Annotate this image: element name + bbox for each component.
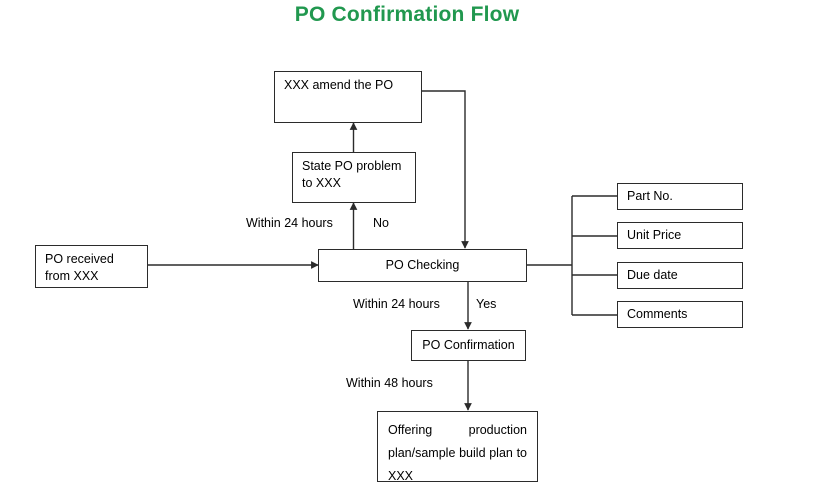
node-offering-plan-line3: XXX [388,469,414,483]
node-offering-plan-line2: plan/sample build plan to [388,446,527,460]
edge-label-within-48-hours: Within 48 hours [346,376,433,390]
node-state-po-problem-line2: XXX [315,176,341,190]
node-po-received-line1: PO received from [45,252,114,283]
node-due-date-label: Due date [627,268,678,282]
node-offering-plan[interactable]: Offering production plan/sample build pl… [377,411,538,483]
node-comments-label: Comments [627,307,688,321]
page-title: PO Confirmation Flow [294,3,520,26]
node-part-no[interactable]: Part No. [617,183,743,210]
edge-label-yes: Yes [476,297,497,311]
node-po-confirmation-label: PO Confirmation [422,338,515,352]
node-state-po-problem-line1: State PO problem to [302,159,402,190]
edge-label-within-24-hours-lower: Within 24 hours [353,297,440,311]
node-amend-po[interactable]: XXX amend the PO [274,71,422,123]
edge-label-within-24-hours-upper: Within 24 hours [246,216,333,230]
node-part-no-label: Part No. [627,189,673,203]
node-unit-price-label: Unit Price [627,228,682,242]
node-po-received-line2: XXX [73,269,99,283]
node-due-date[interactable]: Due date [617,262,743,289]
edge-label-no: No [373,216,389,230]
node-offering-plan-line1: Offering production [388,423,527,437]
node-po-confirmation[interactable]: PO Confirmation [411,330,526,361]
node-comments[interactable]: Comments [617,301,743,328]
node-amend-po-label: XXX amend the PO [284,78,394,92]
node-po-checking-label: PO Checking [385,258,460,272]
node-state-po-problem[interactable]: State PO problem to XXX [292,152,416,203]
node-po-received[interactable]: PO received from XXX [35,245,148,288]
node-unit-price[interactable]: Unit Price [617,222,743,249]
node-po-checking[interactable]: PO Checking [318,249,527,282]
